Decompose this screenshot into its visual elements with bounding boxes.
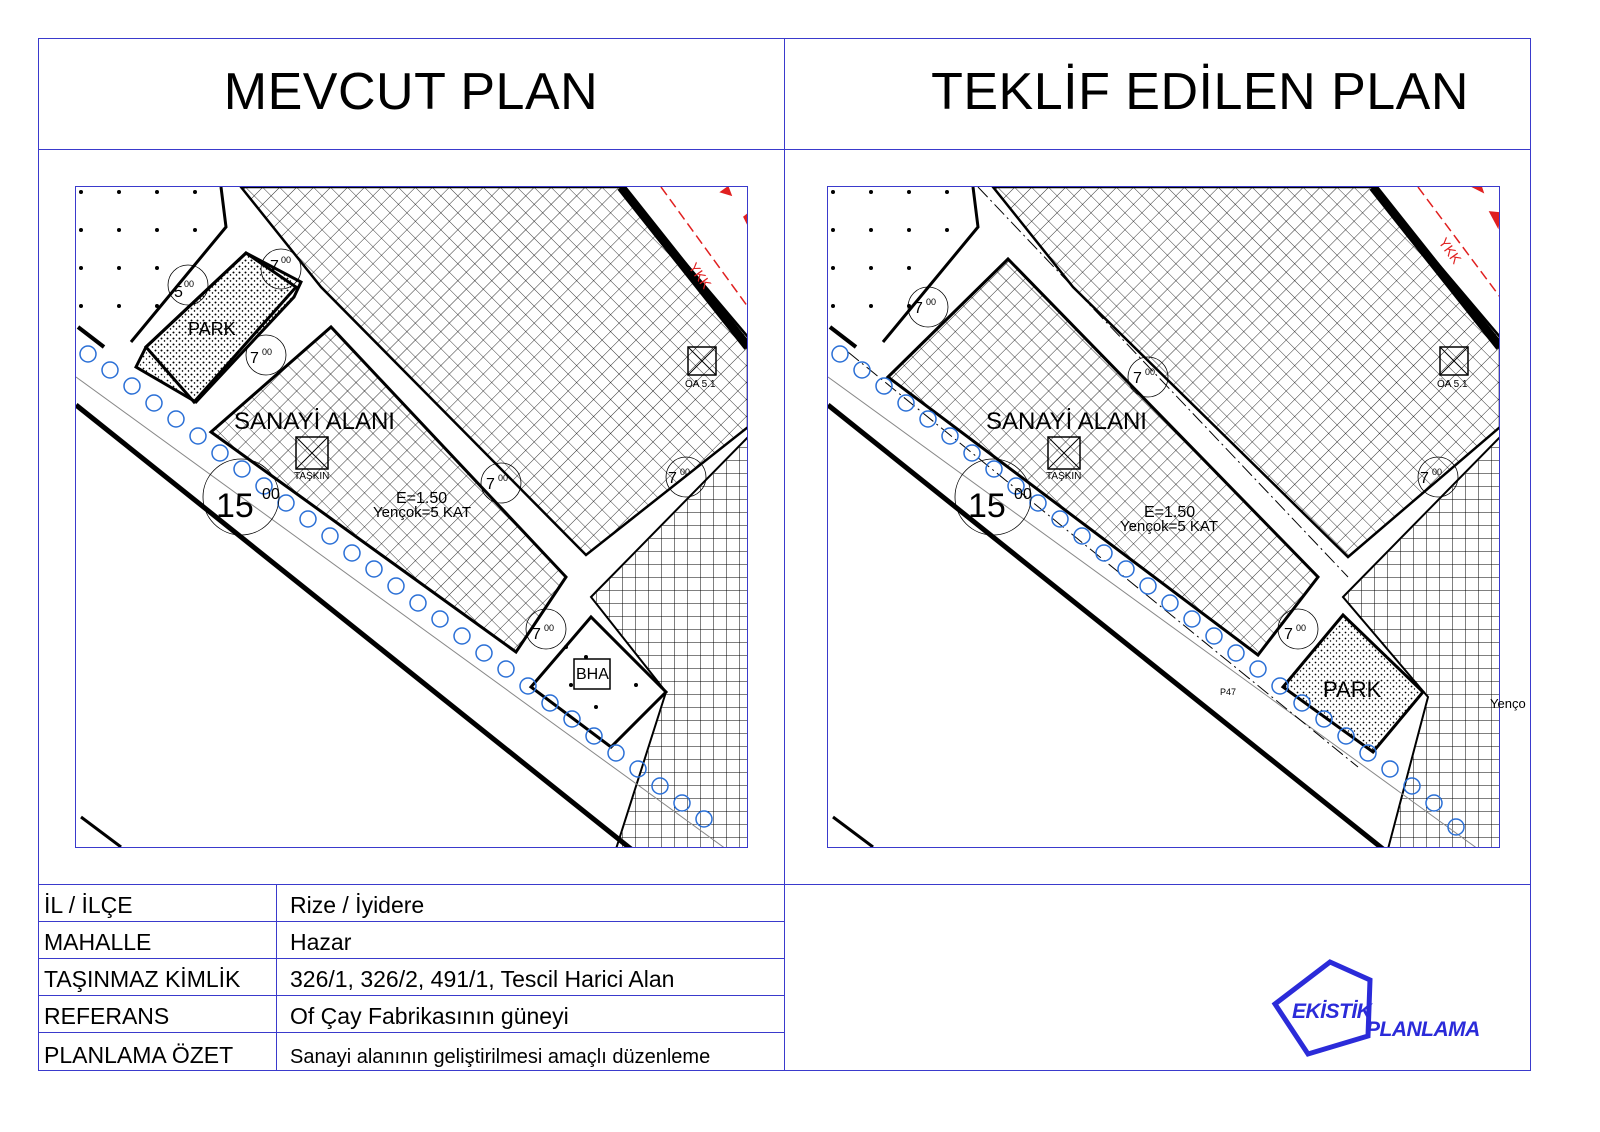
proposed-plan-map: PARK SANAYİ ALANI TAŞKIN E=1.50 Yençok=5…	[827, 186, 1500, 848]
residential-area	[828, 187, 978, 342]
tree-row	[79, 345, 713, 828]
logo-pentagon-icon	[1271, 959, 1373, 1057]
stray-label: Yenço	[1490, 696, 1526, 711]
svg-text:00: 00	[544, 623, 554, 633]
current-plan-map: PARK SANAYİ ALANI TAŞKIN E=1.50 Yençok=5…	[75, 186, 748, 848]
svg-text:ÖA 5.1: ÖA 5.1	[685, 378, 716, 390]
proposed-plan-drawing: PARK SANAYİ ALANI TAŞKIN E=1.50 Yençok=5…	[828, 187, 1499, 847]
svg-text:00: 00	[1145, 367, 1155, 377]
park-label: PARK	[188, 319, 236, 339]
svg-text:00: 00	[1014, 486, 1032, 503]
road-edge-south	[76, 403, 633, 847]
industrial-zone-north	[239, 187, 747, 557]
svg-text:15: 15	[216, 487, 254, 525]
park-label: PARK	[1323, 677, 1382, 702]
info-column-divider	[276, 884, 277, 1071]
svg-text:7: 7	[1133, 370, 1142, 387]
center-divider	[784, 38, 785, 885]
svg-text:7: 7	[532, 626, 541, 643]
svg-text:7: 7	[270, 258, 279, 275]
svg-text:Yençok=5 KAT: Yençok=5 KAT	[1120, 518, 1218, 535]
industrial-zone-center	[208, 324, 568, 655]
title-proposed-plan: TEKLİF EDİLEN PLAN	[931, 63, 1469, 121]
info-row-mahalle: MAHALLE Hazar	[38, 922, 785, 959]
title-divider	[38, 149, 1531, 150]
residential-boundary	[129, 187, 228, 343]
svg-text:00: 00	[680, 467, 690, 477]
svg-text:ÖA 5.1: ÖA 5.1	[1437, 378, 1468, 390]
svg-text:00: 00	[926, 297, 936, 307]
current-plan-drawing: PARK SANAYİ ALANI TAŞKIN E=1.50 Yençok=5…	[76, 187, 747, 847]
svg-text:00: 00	[281, 255, 291, 265]
svg-text:00: 00	[498, 473, 508, 483]
svg-text:00: 00	[262, 486, 280, 503]
info-row-planlama-ozet: PLANLAMA ÖZET Sanayi alanının geliştiril…	[44, 1042, 711, 1068]
svg-text:E=1.50: E=1.50	[396, 490, 447, 507]
svg-text:7: 7	[486, 476, 495, 493]
industrial-zone-center	[885, 256, 1320, 658]
svg-text:7: 7	[1284, 626, 1293, 643]
svg-text:E=1.50: E=1.50	[1144, 504, 1195, 521]
ekistik-logo: EKİSTİK PLANLAMA	[1270, 958, 1520, 1058]
svg-text:00: 00	[262, 347, 272, 357]
svg-text:P47: P47	[1220, 687, 1236, 697]
info-row-il-ilce: İL / İLÇE Rize / İyidere	[38, 885, 785, 922]
ykk-boundary	[660, 187, 747, 307]
sanayi-label: SANAYİ ALANI	[234, 408, 395, 435]
svg-text:15: 15	[968, 487, 1006, 525]
svg-text:YKK: YKK	[1436, 235, 1466, 268]
svg-text:7: 7	[250, 350, 259, 367]
svg-text:7: 7	[914, 300, 923, 317]
industrial-grid-area	[1341, 436, 1499, 847]
svg-text:00: 00	[1296, 623, 1306, 633]
ykk-boundary	[1417, 187, 1499, 297]
svg-text:7: 7	[668, 470, 677, 487]
info-row-referans: REFERANS Of Çay Fabrikasının güneyi	[38, 996, 785, 1033]
title-current-plan: MEVCUT PLAN	[223, 63, 599, 121]
sanayi-label: SANAYİ ALANI	[986, 408, 1147, 435]
residential-area	[76, 187, 226, 342]
svg-text:7: 7	[1420, 470, 1429, 487]
park-area	[1280, 612, 1426, 755]
svg-text:TAŞKIN: TAŞKIN	[294, 471, 329, 482]
road-edge-south	[828, 403, 1385, 847]
svg-text:00: 00	[184, 279, 194, 289]
industrial-grid-area	[589, 436, 747, 847]
tree-row	[831, 345, 1465, 836]
industrial-zone-north	[991, 187, 1499, 559]
svg-text:Yençok=5 KAT: Yençok=5 KAT	[373, 504, 471, 521]
svg-text:00: 00	[1432, 467, 1442, 477]
svg-text:5: 5	[174, 284, 183, 301]
svg-text:TAŞKIN: TAŞKIN	[1046, 471, 1081, 482]
bha-label: BHA	[576, 666, 609, 683]
info-right-divider	[784, 884, 785, 1071]
info-row-tasinmaz: TAŞINMAZ KİMLİK 326/1, 326/2, 491/1, Tes…	[38, 959, 785, 996]
